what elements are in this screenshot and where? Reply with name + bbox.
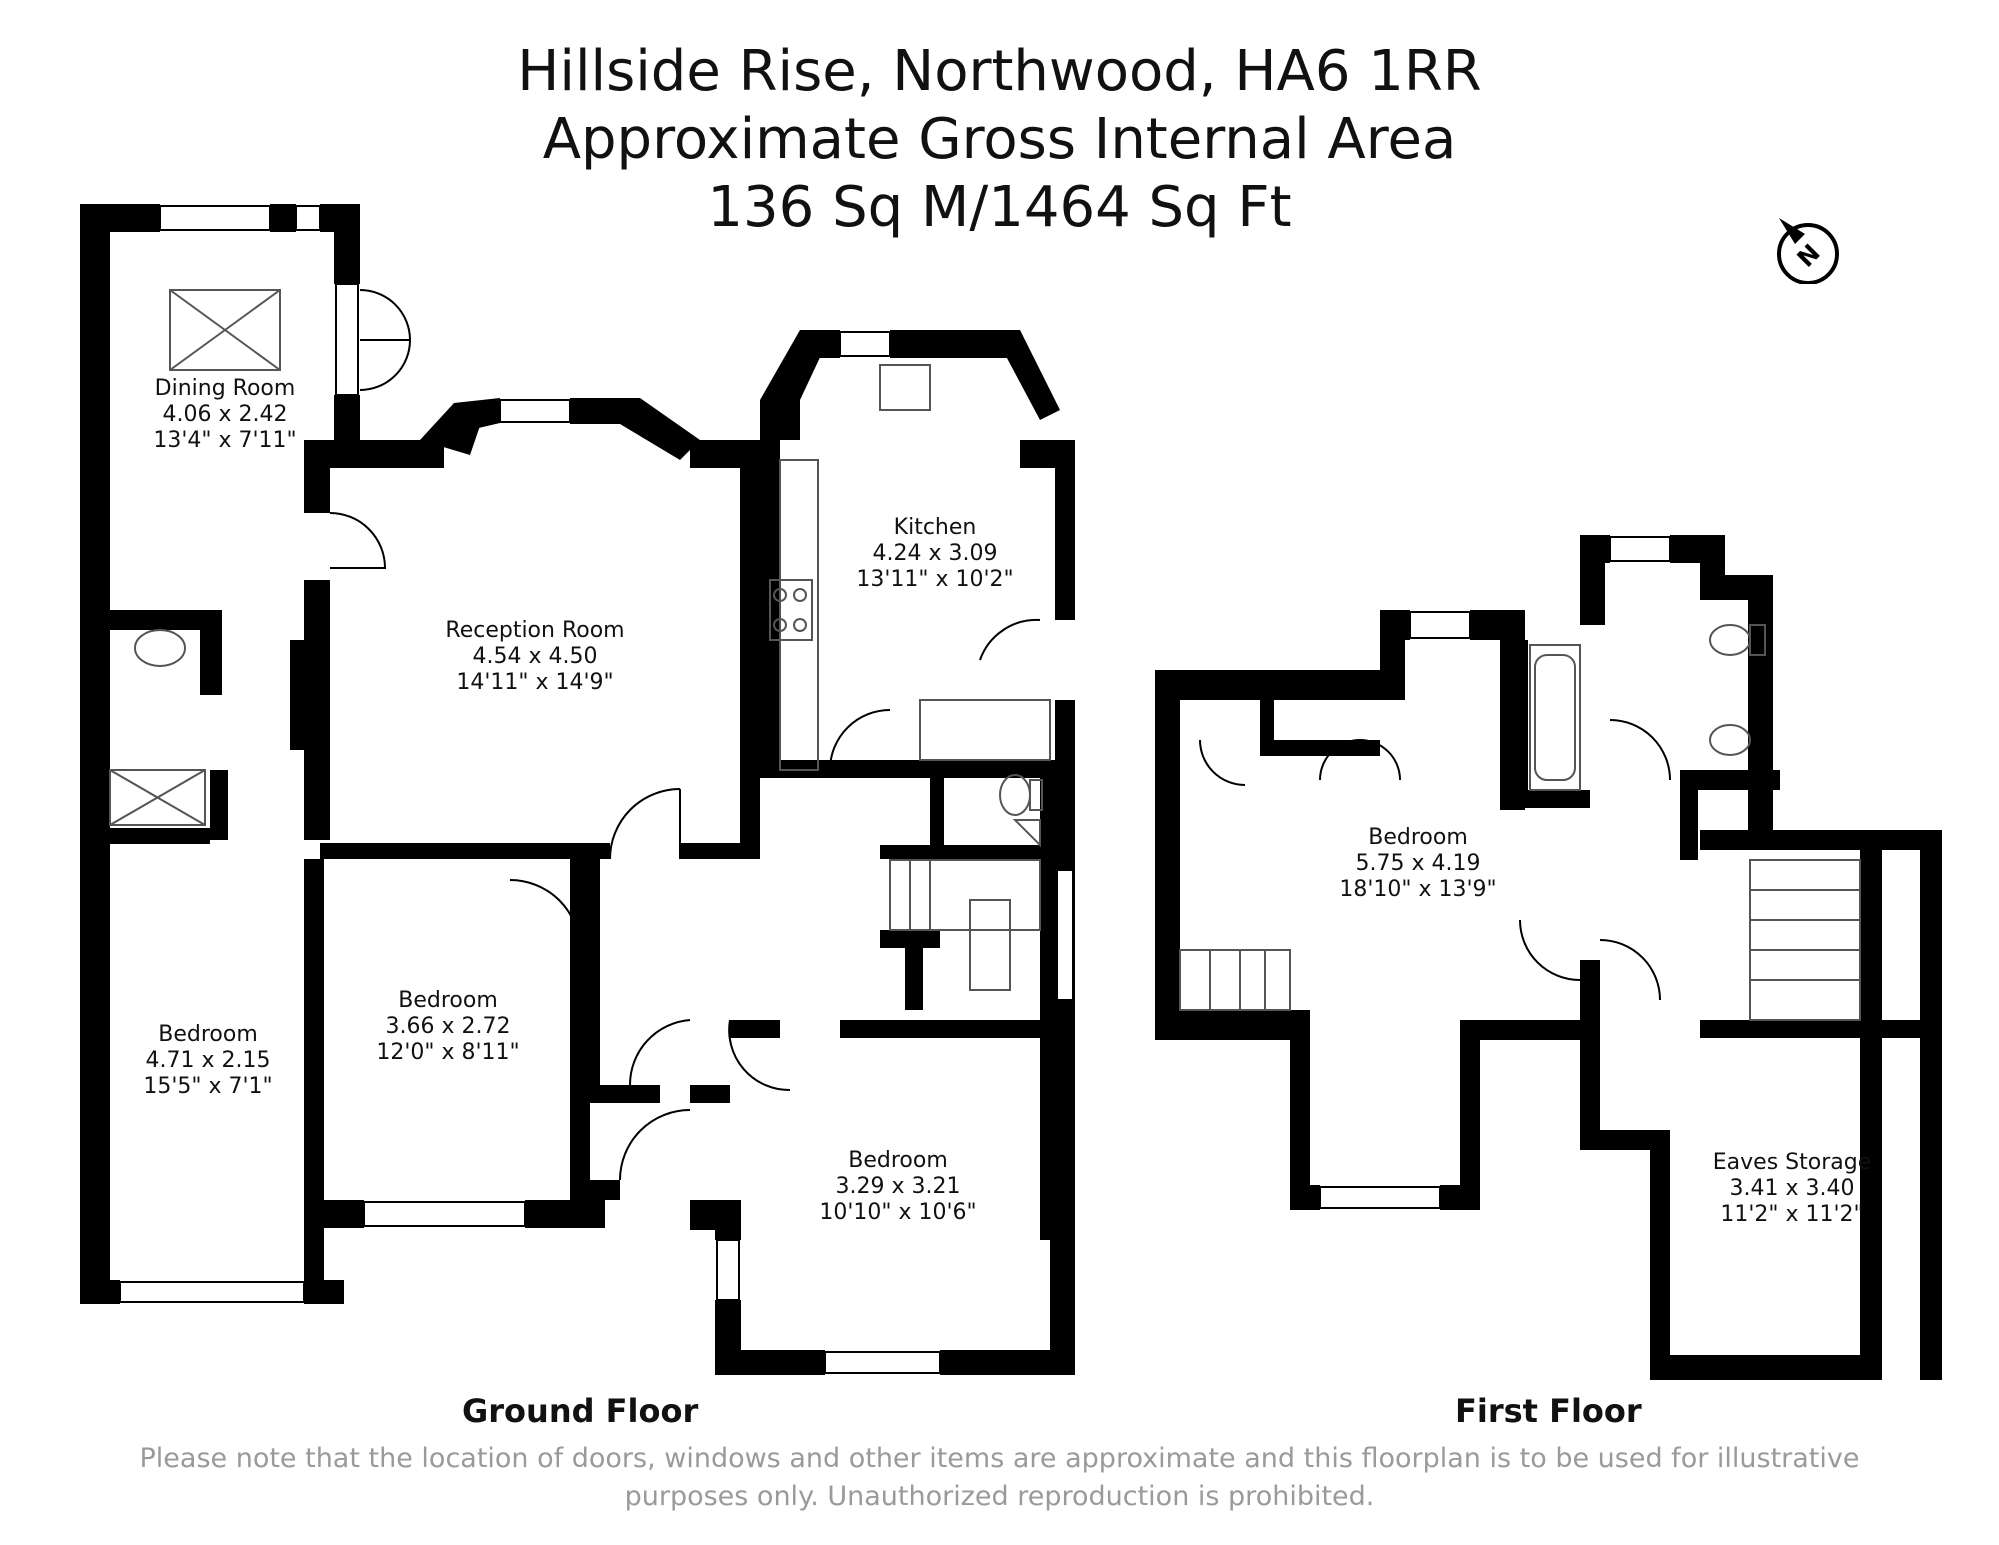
room-eaves-storage-name: Eaves Storage — [1712, 1150, 1872, 1175]
floor-label-ground: Ground Floor — [462, 1392, 699, 1430]
floor-label-first: First Floor — [1455, 1392, 1642, 1430]
room-reception-imperial: 14'11" x 14'9" — [456, 670, 614, 695]
first-floor-doors — [1199, 719, 1671, 1001]
room-bedroom-left: Bedroom 4.71 x 2.15 15'5" x 7'1" — [143, 1022, 272, 1100]
room-bedroom-left-imperial: 15'5" x 7'1" — [143, 1074, 273, 1099]
first-floor-windows — [1319, 536, 1671, 1209]
room-dining-name: Dining Room — [154, 376, 296, 401]
room-bedroom-first-name: Bedroom — [1368, 825, 1468, 850]
ground-floor-walls — [80, 204, 1075, 1375]
disclaimer: Please note that the location of doors, … — [0, 1440, 1999, 1516]
ground-floor-windows — [119, 205, 1074, 1374]
ground-floor-doors — [329, 289, 1041, 1181]
room-bedroom-first-metric: 5.75 x 4.19 — [1355, 851, 1481, 876]
room-kitchen-metric: 4.24 x 3.09 — [872, 541, 998, 566]
room-bedroom-middle-name: Bedroom — [398, 988, 498, 1013]
room-bedroom-left-name: Bedroom — [158, 1022, 258, 1047]
north-compass-icon: N — [1777, 218, 1839, 284]
room-dining-metric: 4.06 x 2.42 — [162, 402, 288, 427]
disclaimer-line-1: Please note that the location of doors, … — [139, 1443, 1860, 1474]
room-kitchen-imperial: 13'11" x 10'2" — [856, 567, 1014, 592]
room-bedroom-middle-imperial: 12'0" x 8'11" — [376, 1040, 520, 1065]
room-kitchen-name: Kitchen — [893, 515, 977, 540]
room-bedroom-front-metric: 3.29 x 3.21 — [835, 1174, 961, 1199]
room-bedroom-front-name: Bedroom — [848, 1148, 948, 1173]
room-bedroom-middle: Bedroom 3.66 x 2.72 12'0" x 8'11" — [376, 988, 519, 1066]
plan-title-area-label: Approximate Gross Internal Area — [542, 107, 1457, 172]
room-dining-imperial: 13'4" x 7'11" — [153, 428, 297, 453]
room-bedroom-front-imperial: 10'10" x 10'6" — [819, 1200, 977, 1225]
room-bedroom-first-imperial: 18'10" x 13'9" — [1339, 877, 1497, 902]
room-bedroom-first: Bedroom 5.75 x 4.19 18'10" x 13'9" — [1339, 825, 1496, 903]
room-reception-name: Reception Room — [445, 618, 625, 643]
first-floor-walls — [1155, 535, 1942, 1380]
room-eaves-storage-metric: 3.41 x 3.40 — [1729, 1176, 1855, 1201]
room-bedroom-middle-metric: 3.66 x 2.72 — [385, 1014, 511, 1039]
room-dining: Dining Room 4.06 x 2.42 13'4" x 7'11" — [153, 376, 296, 454]
plan-title-address: Hillside Rise, Northwood, HA6 1RR — [517, 39, 1482, 104]
ground-floor-fixtures — [109, 289, 1051, 991]
disclaimer-line-2: purposes only. Unauthorized reproduction… — [624, 1481, 1375, 1512]
first-floor-fixtures — [1179, 624, 1861, 1021]
plan-title-area-value: 136 Sq M/1464 Sq Ft — [707, 175, 1292, 240]
room-bedroom-left-metric: 4.71 x 2.15 — [145, 1048, 271, 1073]
room-reception: Reception Room 4.54 x 4.50 14'11" x 14'9… — [445, 618, 624, 696]
room-eaves-storage: Eaves Storage 3.41 x 3.40 11'2" x 11'2" — [1713, 1150, 1871, 1228]
room-reception-metric: 4.54 x 4.50 — [472, 644, 598, 669]
room-kitchen: Kitchen 4.24 x 3.09 13'11" x 10'2" — [856, 515, 1013, 593]
room-bedroom-front: Bedroom 3.29 x 3.21 10'10" x 10'6" — [819, 1148, 976, 1226]
room-eaves-storage-imperial: 11'2" x 11'2" — [1720, 1202, 1864, 1227]
